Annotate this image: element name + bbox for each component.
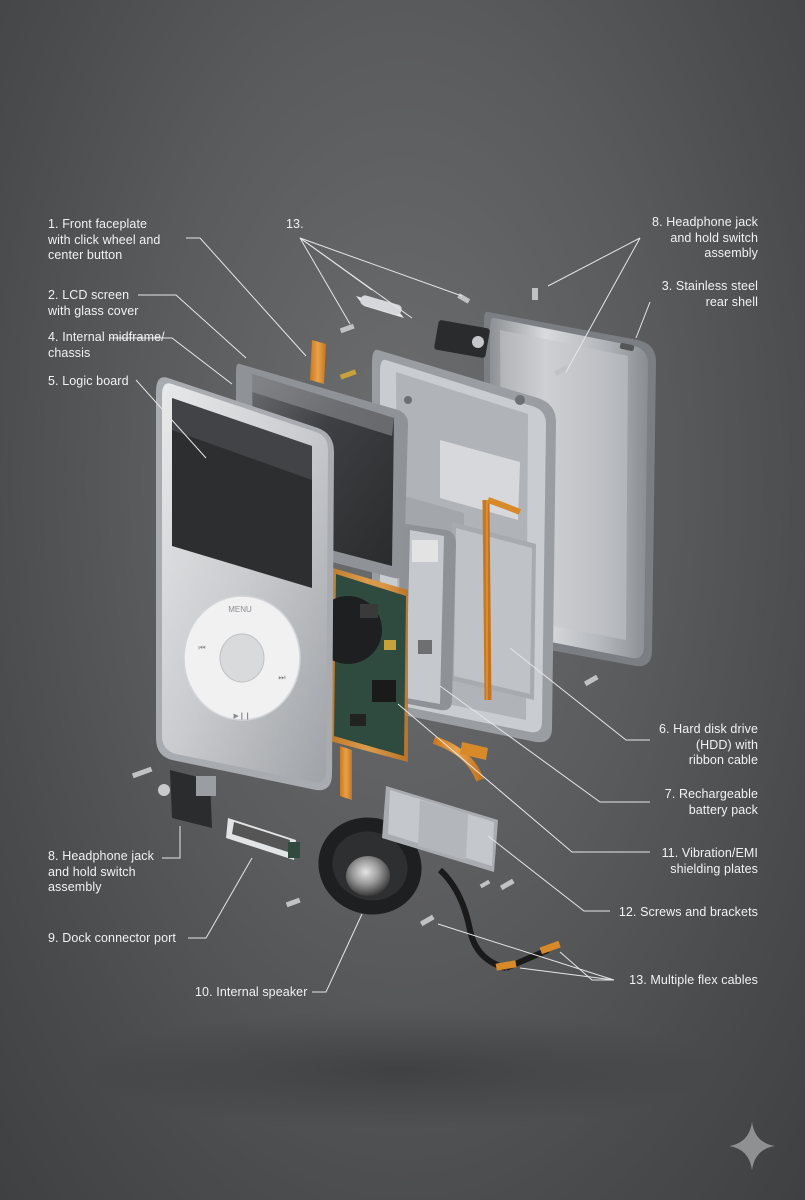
leader-lines xyxy=(110,237,651,993)
floor-shadow xyxy=(80,1010,720,1130)
menu-label: MENU xyxy=(228,605,252,614)
callout-speaker: 10. Internal speaker xyxy=(195,985,308,999)
leader-screws xyxy=(487,835,610,912)
leader-logic-board xyxy=(135,379,207,459)
leader-dock-connector xyxy=(188,857,253,939)
leader-hdd xyxy=(509,647,650,741)
callout-shielding: 11. Vibration/EMI shielding plates xyxy=(661,846,758,876)
leader-lcd-screen xyxy=(138,294,247,359)
leader-rear-shell xyxy=(635,301,651,339)
callout-battery: 7. Rechargeable battery pack xyxy=(664,787,758,817)
callout-headphone-jack-bottom: 8. Headphone jack and hold switch assemb… xyxy=(48,849,154,894)
callout-front-faceplate: 1. Front faceplate with click wheel and … xyxy=(48,217,161,262)
dock-connector-port xyxy=(226,818,300,860)
leader-speaker xyxy=(312,913,363,993)
sparkle-icon xyxy=(729,1122,775,1170)
callout-screws: 12. Screws and brackets xyxy=(618,905,758,919)
prev-icon: ⏮ xyxy=(198,643,205,652)
leader-front-faceplate xyxy=(186,237,307,357)
shielding-plates xyxy=(382,786,498,872)
callout-hdd: 6. Hard disk drive (HDD) with ribbon cab… xyxy=(658,722,758,767)
callout-13-top: 13. xyxy=(286,217,304,231)
front-faceplate: MENU ⏮ ⏭ ▶❙❙ xyxy=(156,377,334,791)
callout-lcd-screen: 2. LCD screen with glass cover xyxy=(48,288,139,318)
leader-battery xyxy=(439,685,650,803)
callout-rear-shell: 3. Stainless steel rear shell xyxy=(661,279,758,309)
leader-headphone-bottom xyxy=(162,826,181,859)
callout-headphone-jack-top: 8. Headphone jack and hold switch assemb… xyxy=(652,215,758,260)
hard-disk-drive xyxy=(398,523,456,711)
battery-pack xyxy=(450,497,536,701)
callout-logic-board: 5. Logic board xyxy=(48,374,129,388)
leader-shielding xyxy=(397,703,650,853)
leader-headphone-top-a xyxy=(547,237,641,287)
play-pause-icon: ▶❙❙ xyxy=(233,712,250,720)
callout-midframe: 4. Internal midframe/ chassis xyxy=(48,330,165,360)
logic-board xyxy=(314,566,408,800)
headphone-jack-assembly xyxy=(131,766,216,828)
callout-dock-connector: 9. Dock connector port xyxy=(48,931,176,945)
flex-cables xyxy=(285,736,561,971)
leader-midframe xyxy=(110,337,233,385)
leader-headphone-top-b xyxy=(565,237,641,373)
callout-flex-cables: 13. Multiple flex cables xyxy=(629,973,758,987)
next-icon: ⏭ xyxy=(278,673,285,682)
